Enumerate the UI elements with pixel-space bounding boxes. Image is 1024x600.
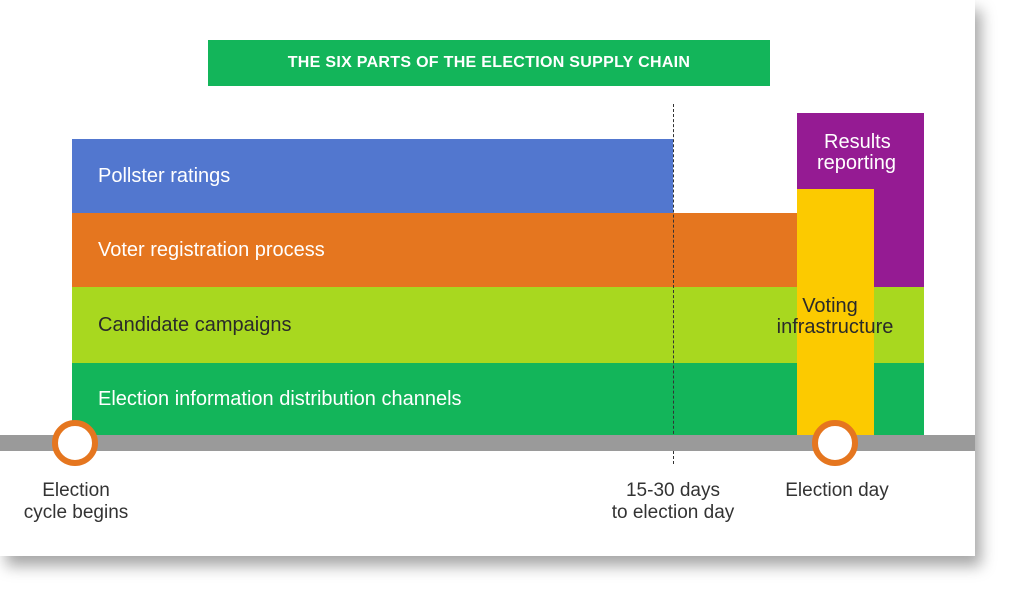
band-info-label: Election information distribution channe… [98,387,462,410]
registration-deadline-label: 15-30 days to election day [582,480,764,524]
cycle-start-label: Election cycle begins [0,480,152,524]
results-label-line1: Results [824,131,891,153]
band-pollster-label: Pollster ratings [98,164,231,187]
cycle-start-marker [52,420,98,466]
voting-infrastructure-label: Voting infrastructure [754,296,916,338]
election-day-label-text: Election day [785,480,889,501]
cycle-start-label-line2: cycle begins [23,502,129,523]
deadline-label-line2: to election day [611,502,735,523]
election-day-marker [812,420,858,466]
diagram-title: THE SIX PARTS OF THE ELECTION SUPPLY CHA… [208,40,770,86]
deadline-dashed-line [673,104,674,464]
band-voter-registration: Voter registration process [72,213,797,287]
voting-label-line2: infrastructure [776,316,894,338]
results-label-line2: reporting [817,152,896,174]
band-pollster-ratings: Pollster ratings [72,139,673,213]
deadline-label-line1: 15-30 days [625,480,720,501]
cycle-start-label-line1: Election [42,480,110,501]
diagram-card: THE SIX PARTS OF THE ELECTION SUPPLY CHA… [0,40,975,524]
election-day-label: Election day [770,480,904,502]
band-candidate-campaigns: Candidate campaigns [72,287,924,363]
band-information-channels: Election information distribution channe… [72,363,924,435]
band-campaigns-label: Candidate campaigns [98,313,292,336]
timeline-axis [0,435,975,451]
voting-label-line1: Voting [802,295,858,317]
voting-infrastructure-block [797,189,874,435]
band-registration-label: Voter registration process [98,238,325,261]
